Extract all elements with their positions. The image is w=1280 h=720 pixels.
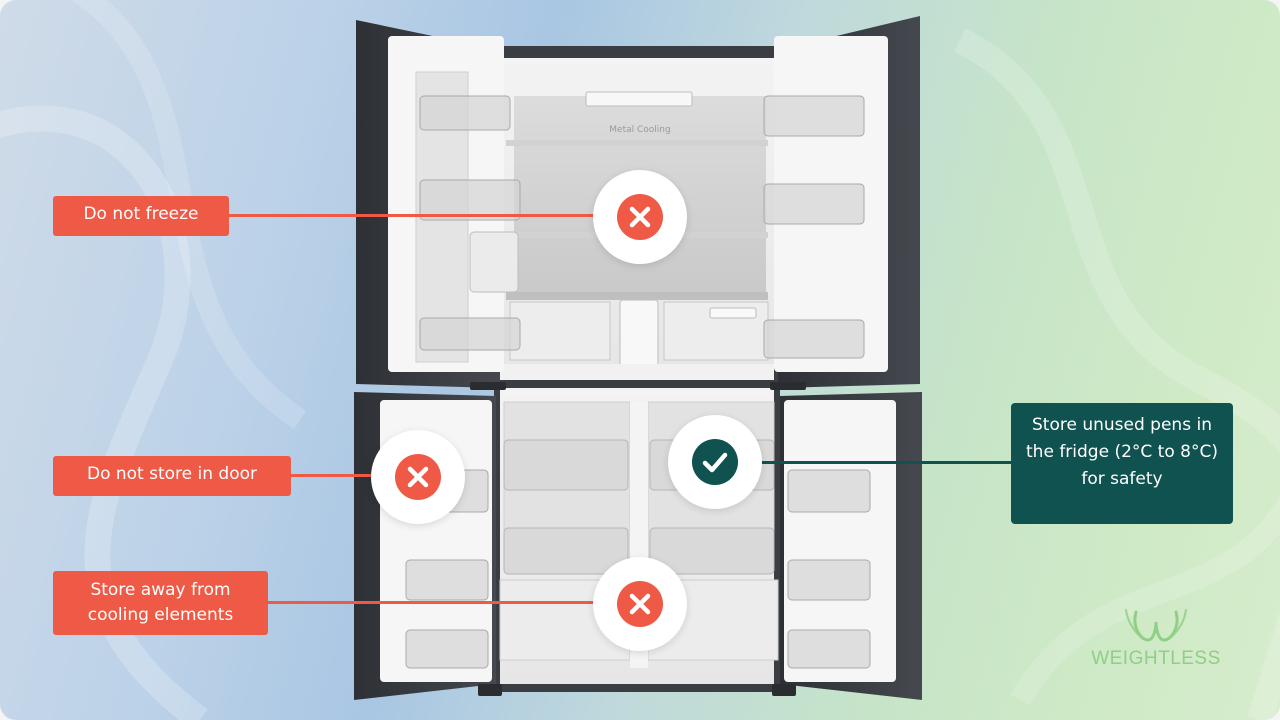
freeze-marker: [593, 170, 687, 264]
weightless-logo: WEIGHTLESS: [1088, 604, 1224, 674]
store-unused-pens-label: Store unused pens in the fridge (2°C to …: [1011, 403, 1233, 524]
door-marker: [371, 430, 465, 524]
cross-icon: [395, 454, 441, 500]
weightless-logo-icon: [1124, 608, 1188, 642]
logo-text: WEIGHTLESS: [1091, 648, 1221, 669]
freeze-connector-line: [229, 214, 595, 217]
door-connector-line: [291, 474, 373, 477]
cooling-marker: [593, 557, 687, 651]
store-connector-line: [760, 461, 1012, 464]
cooling-connector-line: [268, 601, 595, 604]
store-away-from-cooling-label: Store away from cooling elements: [53, 571, 268, 635]
store-marker: [668, 415, 762, 509]
cross-icon: [617, 581, 663, 627]
do-not-store-in-door-label: Do not store in door: [53, 456, 291, 496]
svg-text:Metal Cooling: Metal Cooling: [609, 125, 670, 135]
do-not-freeze-label: Do not freeze: [53, 196, 229, 236]
check-icon: [692, 439, 738, 485]
cross-icon: [617, 194, 663, 240]
